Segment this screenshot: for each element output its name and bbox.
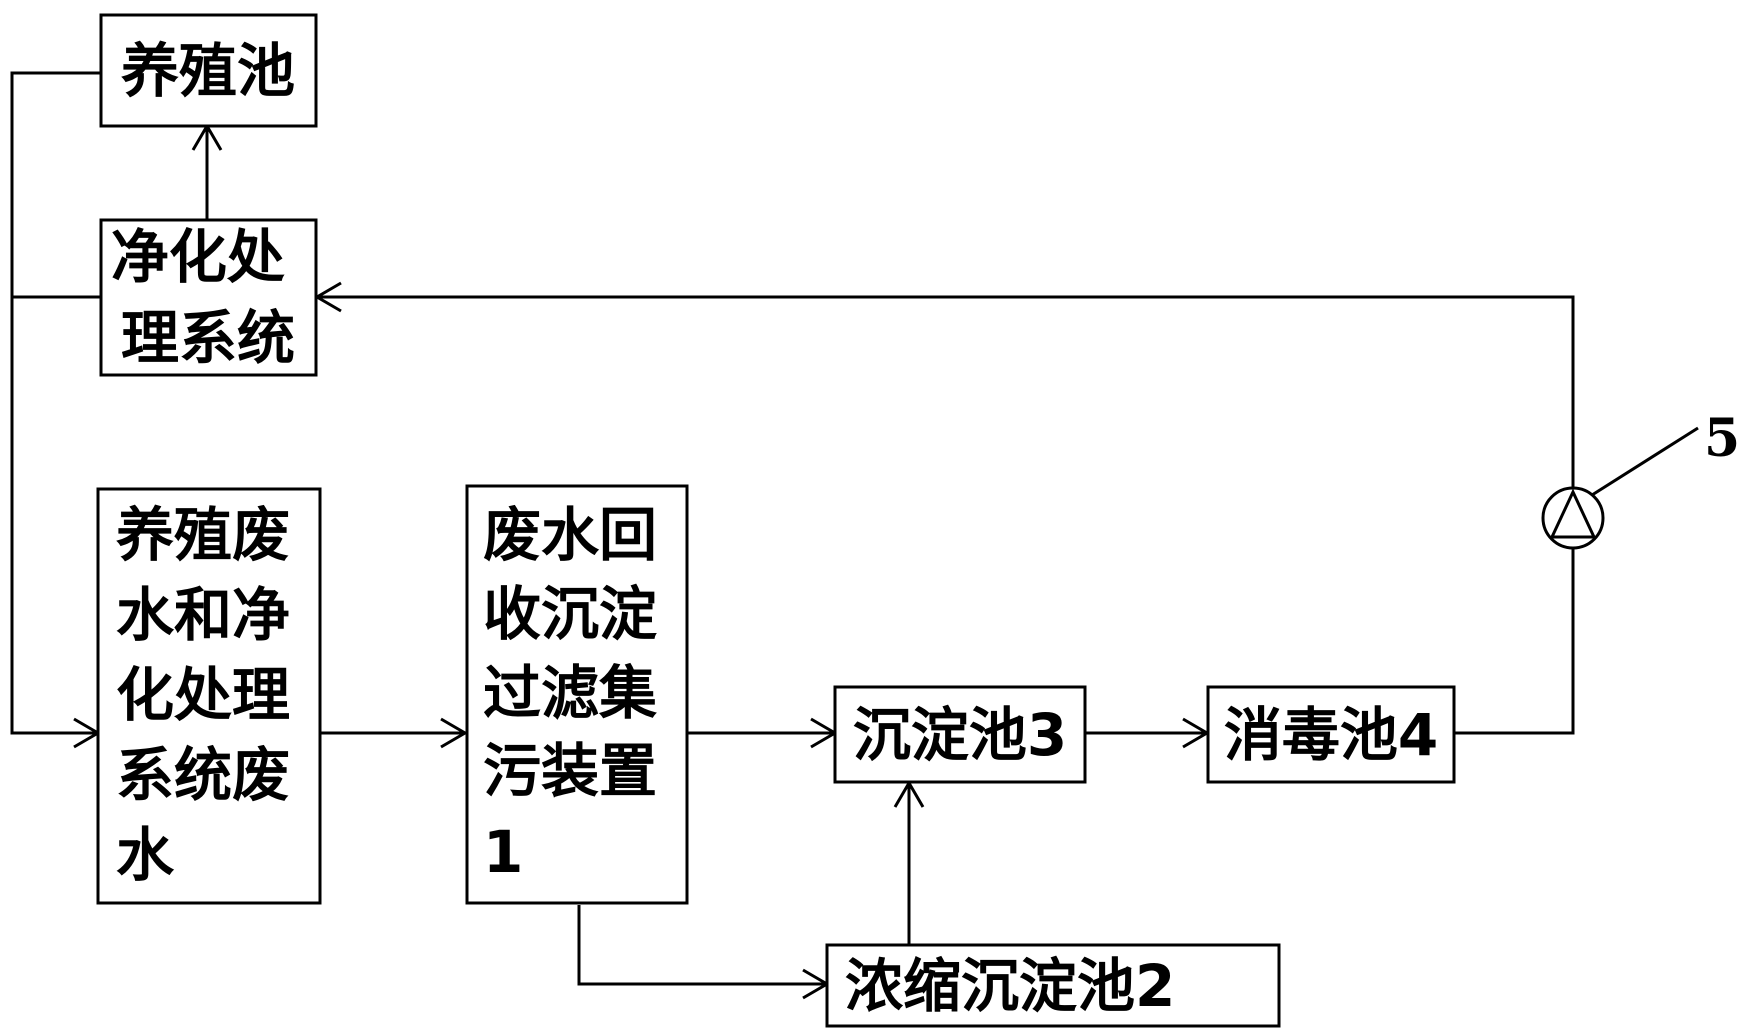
pump-label: 5: [1704, 408, 1737, 469]
pump-triangle: [1549, 488, 1597, 539]
disinfection-tank-box: [1206, 685, 1456, 784]
thickening-tank-label: 浓缩沉淀池2: [845, 952, 1175, 1020]
connector-recovery-to-thickening: [577, 905, 827, 986]
breeding-pond-box: [99, 13, 318, 128]
sedimentation-tank-box: [833, 685, 1087, 784]
thickening-tank-box: [825, 943, 1281, 1028]
pump-symbol: 5: [1541, 408, 1737, 550]
breeding-pond-label: 养殖池: [121, 37, 295, 105]
recovery-device-box: [465, 484, 689, 905]
connector-left-bus: [10, 71, 101, 735]
arrowhead-into-recovery: [440, 717, 468, 749]
wastewater-box: [96, 487, 322, 905]
purification-system-box: [99, 218, 318, 377]
disinfection-tank-label: 消毒池4: [1224, 701, 1438, 769]
sedimentation-tank-label: 沉淀池3: [853, 701, 1067, 769]
pump-circle: [1541, 486, 1605, 550]
recovery-device-label: 废水回 收沉淀 过滤集 污装置 1: [483, 501, 677, 886]
purification-system-label: 净化处 理系统: [111, 223, 305, 372]
pump-leader-line: [1591, 426, 1699, 497]
wastewater-label: 养殖废 水和净 化处理 系统废 水: [116, 501, 310, 889]
